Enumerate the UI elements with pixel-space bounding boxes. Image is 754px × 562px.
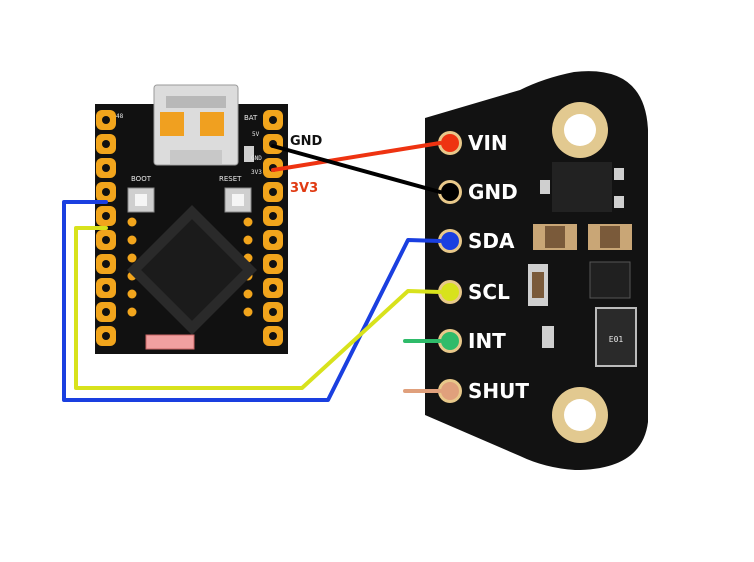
microcontroller-board: BOOT RESET BAT 48 5V GND 3V3 bbox=[95, 84, 288, 354]
chip-marking: E01 bbox=[609, 335, 624, 344]
label-gnd: GND bbox=[290, 134, 323, 149]
silk-left-top: 48 bbox=[116, 113, 124, 120]
pin-label-gnd: GND bbox=[468, 180, 518, 204]
pin-label-sda: SDA bbox=[468, 229, 515, 253]
wire-sda bbox=[62, 200, 442, 402]
pin-label-vin: VIN bbox=[468, 131, 508, 155]
silk-reset: RESET bbox=[219, 175, 242, 183]
silk-boot: BOOT bbox=[131, 175, 152, 183]
label-3v3: 3V3 bbox=[290, 181, 318, 196]
pin-dot-shut bbox=[441, 382, 459, 400]
usb-connector bbox=[153, 84, 239, 166]
pin-dot-int bbox=[441, 332, 459, 350]
boot-button bbox=[127, 187, 155, 213]
sensor-board: E01 VIN GND SDA SCL INT SHUT bbox=[425, 71, 648, 470]
wires bbox=[62, 141, 442, 402]
wire-vin bbox=[271, 141, 442, 172]
mounting-hole-bottom bbox=[552, 387, 608, 443]
silk-bat: BAT bbox=[244, 114, 258, 122]
silk-5v: 5V bbox=[252, 131, 260, 138]
pin-label-scl: SCL bbox=[468, 280, 510, 304]
pin-label-shut: SHUT bbox=[468, 379, 529, 403]
pin-dot-vin bbox=[441, 134, 459, 152]
pin-label-int: INT bbox=[468, 329, 506, 353]
left-pin-header bbox=[96, 110, 116, 346]
sensor-pin-dots bbox=[441, 134, 459, 400]
reset-button bbox=[224, 187, 252, 213]
pin-dot-scl bbox=[441, 283, 459, 301]
wire-scl bbox=[74, 226, 442, 390]
led-indicator bbox=[145, 334, 195, 350]
sensor-components: E01 bbox=[528, 162, 637, 367]
pin-dot-sda bbox=[441, 232, 459, 250]
wire-gnd bbox=[271, 144, 442, 194]
mounting-hole-top bbox=[552, 102, 608, 158]
mcu-chip bbox=[126, 204, 258, 336]
silk-gnd: GND bbox=[251, 155, 262, 162]
pin-dot-gnd bbox=[441, 183, 459, 201]
capacitor bbox=[244, 146, 254, 162]
silk-3v3: 3V3 bbox=[251, 169, 262, 176]
